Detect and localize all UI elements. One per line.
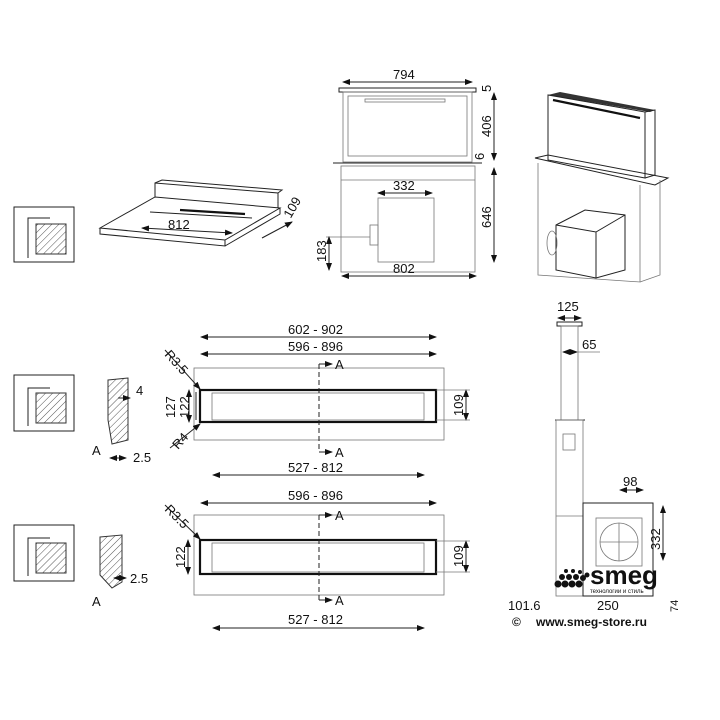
profile-label-2: A xyxy=(92,594,101,609)
product-perspective xyxy=(534,92,670,283)
motor-width-label: 332 xyxy=(393,178,415,193)
install-icon-2 xyxy=(13,374,75,432)
profile-offset-label: 2.5 xyxy=(133,450,151,465)
logo-text: smeg xyxy=(590,560,658,590)
logo-tagline: технологии и стиль xyxy=(590,589,644,595)
outer-range-label: 602 - 902 xyxy=(288,322,343,337)
smeg-logo: smeg технологии и стиль xyxy=(554,560,658,595)
countertop-width-label: 812 xyxy=(168,217,190,232)
bottom-range-label: 527 - 812 xyxy=(288,460,343,475)
copyright-symbol: © xyxy=(512,615,521,629)
cap-label: 5 xyxy=(479,85,494,92)
profile-offset-label-2: 2.5 xyxy=(130,571,148,586)
bottom-range-label-2: 527 - 812 xyxy=(288,612,343,627)
profile-label: A xyxy=(92,443,101,458)
section-a-bottom: A xyxy=(335,445,344,460)
inner-range-label: 596 - 896 xyxy=(288,339,343,354)
inner-range-label-2: 596 - 896 xyxy=(288,488,343,503)
upper-height-label: 406 xyxy=(479,115,494,137)
section-a-bottom-2: A xyxy=(335,593,344,608)
height-outer-label: 127 xyxy=(163,396,178,418)
motor-width-side-label: 250 xyxy=(597,598,619,613)
depth-label-2: 109 xyxy=(451,545,466,567)
side-view: 125 65 98 332 101.6 250 74 xyxy=(508,299,681,613)
extra-label: 74 xyxy=(669,600,681,612)
height-inner-label-2: 122 xyxy=(173,546,188,568)
side-offset-label: 183 xyxy=(314,240,329,262)
install-icon-1 xyxy=(13,206,75,263)
install-icon-3 xyxy=(13,524,75,582)
gap-label: 6 xyxy=(472,153,487,160)
profile-section-2: 2.5 A xyxy=(92,534,148,609)
duct-width-label: 125 xyxy=(557,299,579,314)
front-elevation: 794 332 802 5 406 6 646 183 xyxy=(314,67,497,279)
duct-inner-label: 65 xyxy=(582,337,596,352)
cutout-1: A A 602 - 902 596 - 896 527 - 812 R3.5 R… xyxy=(162,322,470,478)
cutout-2: A A 596 - 896 527 - 812 R3.5 122 109 xyxy=(162,488,470,631)
lower-height-label: 646 xyxy=(479,206,494,228)
height-inner-label: 122 xyxy=(177,396,192,418)
website-url: www.smeg-store.ru xyxy=(535,615,647,629)
top-width-label: 794 xyxy=(393,67,415,82)
bottom-width-label: 802 xyxy=(393,261,415,276)
profile-thickness-label: 4 xyxy=(136,383,143,398)
motor-height-label: 332 xyxy=(648,528,663,550)
section-a-top-2: A xyxy=(335,508,344,523)
depth-label: 109 xyxy=(451,394,466,416)
countertop-depth-label: 109 xyxy=(280,194,304,220)
profile-section-1: 4 2.5 A xyxy=(92,377,151,465)
section-a-top: A xyxy=(335,357,344,372)
countertop-perspective: 812 109 xyxy=(98,179,304,247)
motor-offset-label: 98 xyxy=(623,474,637,489)
base-label: 101.6 xyxy=(508,598,541,613)
